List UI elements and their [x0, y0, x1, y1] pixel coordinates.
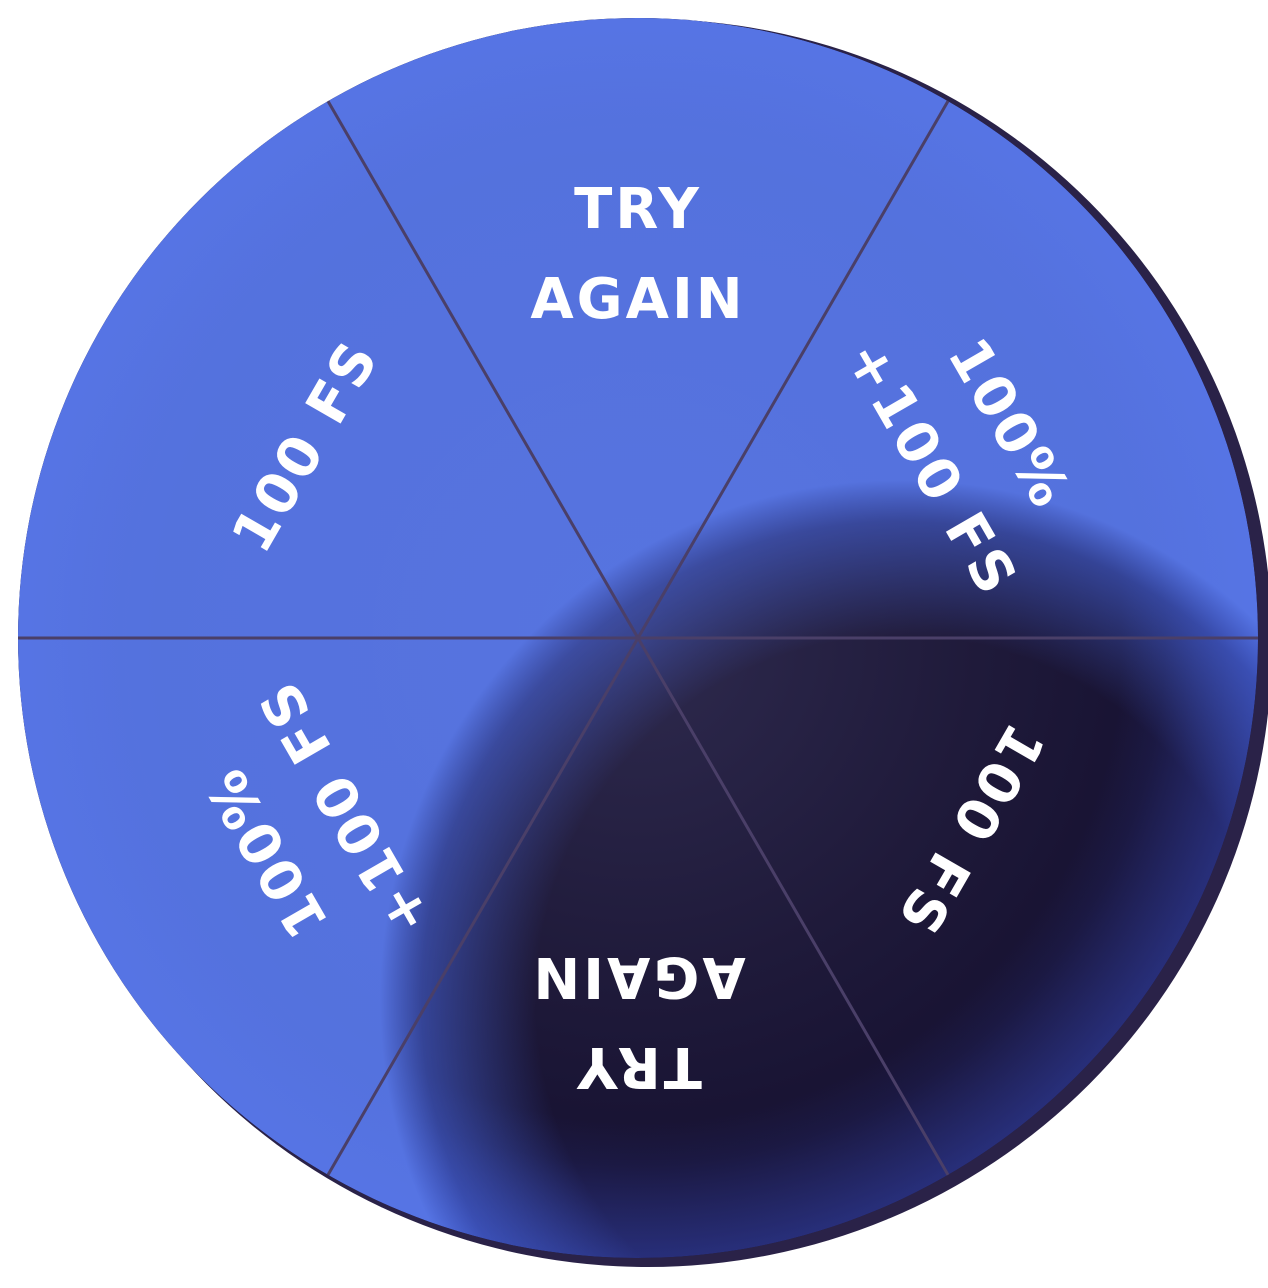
segment-divider: [636, 637, 950, 1176]
segment-label-line: AGAIN: [530, 267, 745, 332]
segment-divider: [636, 100, 950, 639]
segment-dividers: [18, 100, 1258, 1176]
segment-divider: [326, 100, 640, 639]
segment-label-line: AGAIN: [530, 944, 745, 1009]
wheel-segment-1: TRY AGAIN: [530, 177, 745, 332]
segment-divider: [326, 637, 640, 1176]
segment-label-line: TRY: [574, 177, 702, 242]
wheel-segment-4: TRY AGAIN: [530, 944, 745, 1099]
segment-label-line: TRY: [574, 1034, 702, 1099]
